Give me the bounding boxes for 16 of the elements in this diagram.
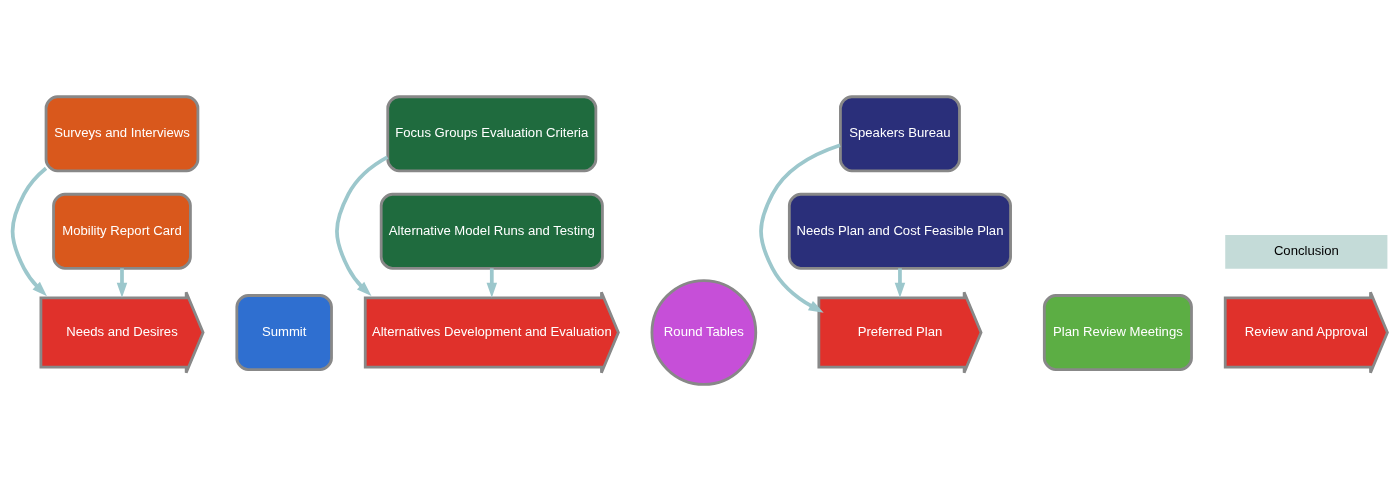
node-box: Plan Review Meetings xyxy=(1042,294,1193,371)
node-box: Speakers Bureau xyxy=(839,95,961,173)
arrow xyxy=(894,268,906,298)
arrow xyxy=(335,155,389,297)
node-box: Needs Plan and Cost Feasible Plan xyxy=(787,192,1012,270)
node-box: Surveys and Interviews xyxy=(44,95,200,173)
arrow xyxy=(116,268,128,298)
arrow xyxy=(10,166,48,297)
node-box: Alternative Model Runs and Testing xyxy=(379,192,604,270)
arrow xyxy=(759,143,841,313)
node-box: Focus Groups Evaluation Criteria xyxy=(386,95,598,173)
node-box: Conclusion xyxy=(1225,235,1388,269)
node-circle: Round Tables xyxy=(650,279,758,386)
arrow xyxy=(486,268,498,298)
node-box: Mobility Report Card xyxy=(52,192,192,270)
node-box: Summit xyxy=(235,294,333,371)
